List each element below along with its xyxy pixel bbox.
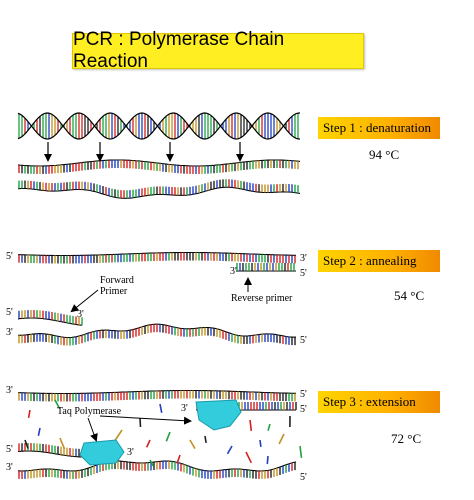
free-nucleotide bbox=[24, 439, 29, 449]
taq-arrow-lower bbox=[87, 417, 98, 442]
free-nucleotide bbox=[259, 439, 262, 448]
free-nucleotide bbox=[176, 454, 181, 464]
free-nucleotide bbox=[114, 429, 123, 441]
step-2-temp: 54 °C bbox=[394, 288, 425, 303]
three-prime-label: 3' bbox=[230, 266, 237, 277]
free-nucleotide bbox=[204, 435, 207, 444]
forward-primer-line-1: Forward bbox=[100, 275, 134, 286]
reverse-primer-label: Reverse primer bbox=[231, 293, 293, 304]
free-nucleotide bbox=[159, 403, 163, 413]
step-3-temp: 72 °C bbox=[391, 431, 422, 446]
step-1-text: Step 1 : denaturation bbox=[323, 120, 431, 135]
five-prime-label: 5' bbox=[6, 251, 13, 262]
three-prime-label: 3' bbox=[6, 327, 13, 338]
free-nucleotide bbox=[165, 431, 171, 442]
taq-arrow-upper bbox=[99, 415, 192, 425]
dna-strands bbox=[17, 112, 301, 479]
three-prime-label: 3' bbox=[6, 462, 13, 473]
three-prime-label: 3' bbox=[181, 403, 188, 414]
free-nucleotides bbox=[24, 399, 303, 467]
free-nucleotide bbox=[37, 427, 41, 436]
five-prime-label: 5' bbox=[6, 444, 13, 455]
free-nucleotide bbox=[249, 419, 253, 431]
free-nucleotide bbox=[189, 439, 196, 450]
double-helix bbox=[17, 112, 301, 140]
three-prime-label: 3' bbox=[127, 447, 134, 458]
free-nucleotide bbox=[54, 399, 61, 410]
free-nucleotide bbox=[149, 459, 155, 467]
free-nucleotide bbox=[145, 439, 151, 448]
step-2-label: Step 2 : annealing bbox=[318, 250, 440, 272]
forward-primer-line-2: Primer bbox=[100, 286, 128, 297]
step-3-label: Step 3 : extension bbox=[318, 391, 440, 413]
separated-strand-lower bbox=[17, 179, 301, 199]
free-nucleotide bbox=[245, 451, 253, 464]
extension-template-lower bbox=[17, 460, 297, 479]
five-prime-label: 5' bbox=[6, 307, 13, 318]
forward-primer-arrow bbox=[70, 289, 99, 313]
step-1-label: Step 1 : denaturation bbox=[318, 117, 440, 139]
free-nucleotide bbox=[267, 423, 271, 431]
three-prime-label: 3' bbox=[77, 309, 84, 320]
five-prime-label: 5' bbox=[300, 404, 307, 415]
free-nucleotide bbox=[278, 433, 285, 445]
free-nucleotide bbox=[27, 409, 31, 419]
five-prime-label: 5' bbox=[300, 335, 307, 346]
step-2-text: Step 2 : annealing bbox=[323, 253, 417, 268]
separated-strand-upper bbox=[17, 159, 301, 174]
taq-polymerase-upper-icon bbox=[195, 399, 242, 431]
free-nucleotide bbox=[226, 445, 233, 455]
template-strand-upper bbox=[18, 251, 296, 264]
free-nucleotide bbox=[266, 455, 269, 465]
three-prime-label: 3' bbox=[6, 385, 13, 396]
forward-primer-label: Forward Primer bbox=[100, 275, 136, 297]
reverse-primer-strand bbox=[236, 263, 296, 272]
five-prime-label: 5' bbox=[300, 472, 307, 483]
five-prime-label: 5' bbox=[300, 268, 307, 279]
free-nucleotide bbox=[139, 417, 142, 428]
taq-polymerase-label: Taq Polymerase bbox=[57, 406, 122, 417]
taq-polymerase-lower-icon bbox=[79, 439, 125, 466]
forward-primer-strand bbox=[17, 310, 83, 326]
free-nucleotide bbox=[299, 445, 303, 459]
template-strand-lower bbox=[18, 323, 297, 346]
three-prime-label: 3' bbox=[300, 253, 307, 264]
five-prime-label: 5' bbox=[300, 389, 307, 400]
page-title: PCR : Polymerase Chain Reaction bbox=[72, 29, 364, 72]
step-1-temp: 94 °C bbox=[369, 147, 400, 162]
free-nucleotide bbox=[59, 437, 66, 450]
step-3-text: Step 3 : extension bbox=[323, 394, 416, 409]
title-text: PCR : Polymerase Chain Reaction bbox=[73, 29, 285, 72]
extension-template-upper bbox=[18, 389, 296, 402]
